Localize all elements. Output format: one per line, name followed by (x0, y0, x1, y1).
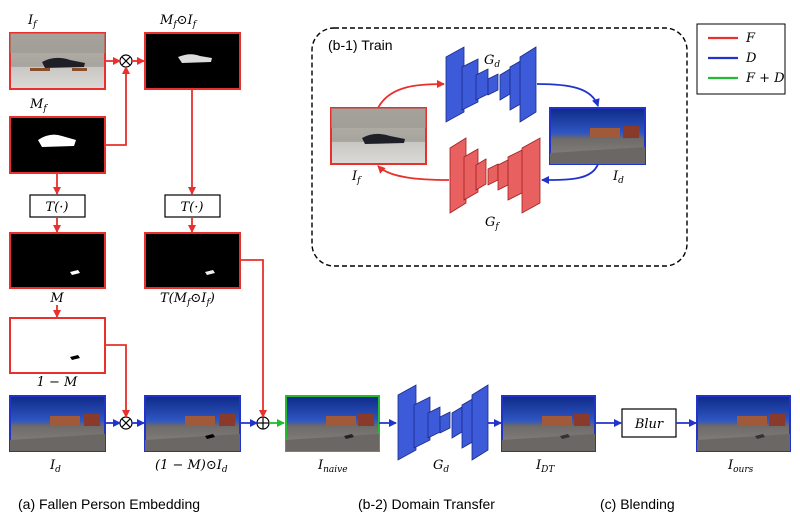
generator-gf-train (449, 137, 541, 214)
label-t-mf-if: T(Mf⊙If) (160, 291, 215, 308)
legend-label-d: D (745, 51, 757, 66)
generator-gd-train (445, 46, 537, 123)
masked-background-image (144, 395, 241, 452)
label-mf-if: Mf⊙If (159, 13, 198, 30)
transformed-person-image (144, 232, 241, 289)
label-naive: Inaive (317, 458, 348, 475)
label-one-minus-m-id: (1 − M)⊙Id (155, 458, 228, 475)
blur-label: Blur (634, 417, 664, 432)
label-dt: IDT (535, 458, 555, 475)
label-mf: Mf (29, 97, 48, 114)
transform-label-right: T(·) (181, 200, 204, 215)
caption-b2: (b-2) Domain Transfer (358, 496, 495, 512)
image-ours (696, 395, 791, 452)
legend-label-fd: F + D (745, 71, 785, 86)
train-image-if (330, 107, 427, 165)
mask-one-minus-m (9, 317, 106, 374)
arrows-train (377, 80, 600, 184)
label-ours: Iours (727, 458, 754, 475)
masked-person-image (144, 32, 241, 90)
add-op (256, 416, 270, 430)
label-if: If (27, 13, 38, 30)
label-gd-bottom: Gd (433, 458, 449, 475)
label-one-minus-m: 1 − M (37, 375, 78, 390)
image-naive (285, 395, 380, 452)
train-title: (b-1) Train (328, 37, 393, 53)
label-m: M (49, 291, 64, 306)
train-label-id: Id (612, 169, 624, 186)
legend: F D F + D (696, 23, 786, 95)
train-label-if: If (351, 169, 362, 186)
mask-m (9, 232, 106, 289)
legend-label-f: F (745, 31, 756, 46)
multiply-op-bottom (119, 416, 133, 430)
train-panel (311, 27, 688, 267)
mask-mf (9, 116, 106, 174)
multiply-op-top (119, 54, 133, 68)
label-id: Id (49, 458, 61, 475)
image-id (9, 395, 106, 452)
train-label-gf: Gf (485, 215, 500, 232)
generator-gd-bottom (397, 384, 489, 461)
train-label-gd: Gd (484, 53, 500, 70)
image-dt (501, 395, 596, 452)
caption-a: (a) Fallen Person Embedding (18, 496, 200, 512)
train-image-id (549, 107, 646, 165)
image-if (9, 32, 106, 90)
transform-label-left: T(·) (46, 200, 69, 215)
caption-c: (c) Blending (600, 496, 675, 512)
arrows-embedding (53, 57, 285, 427)
